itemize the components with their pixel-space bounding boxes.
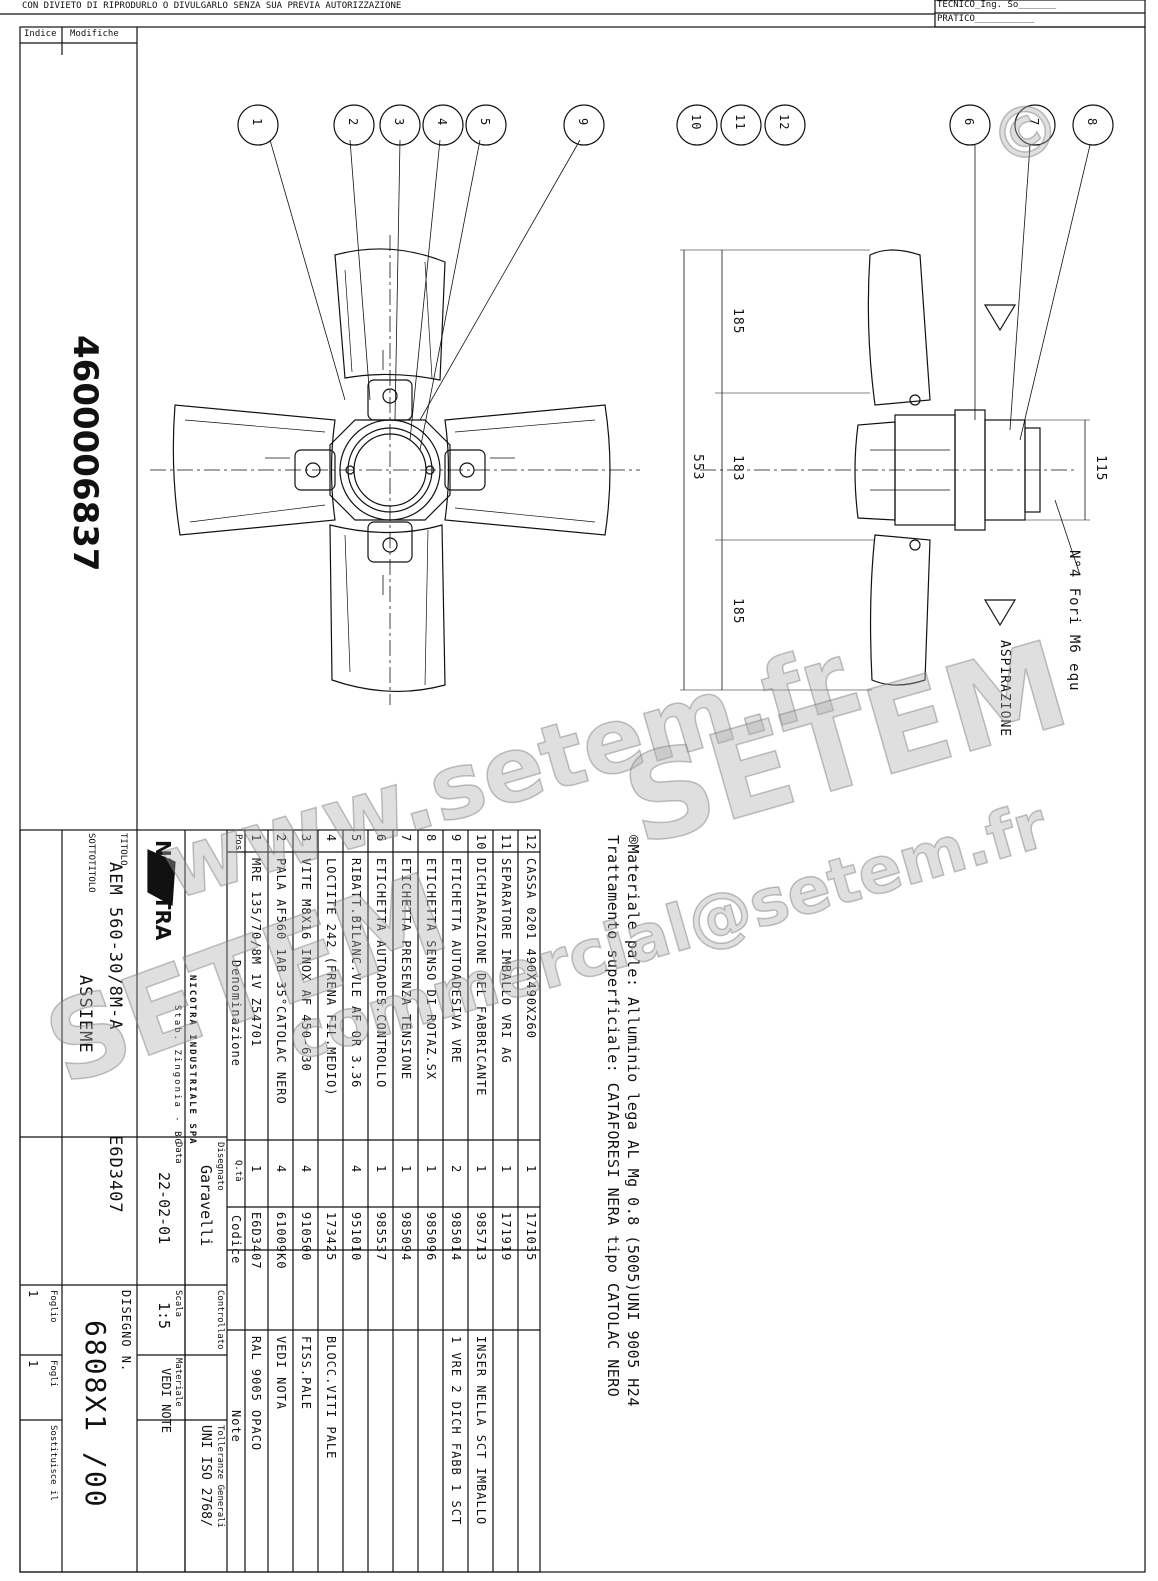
bom-cell-pos: 10 xyxy=(474,834,488,851)
disegnato-value: Garavelli xyxy=(197,1165,215,1247)
bom-cell-qty: 4 xyxy=(349,1165,363,1174)
fogli-label: Fogli xyxy=(48,1360,58,1388)
fogli-value: 1 xyxy=(26,1360,40,1369)
bom-cell-pos: 11 xyxy=(499,834,513,851)
disegno-value: 6808X1 /00 xyxy=(79,1320,112,1509)
materiale-label: Materiale xyxy=(173,1358,183,1407)
tecnico-label: TECNICO_Ing. So_______ xyxy=(937,0,1057,10)
tolleranze-value: UNI ISO 2768/ xyxy=(198,1425,213,1527)
tolleranze-label: Tolleranze Generali xyxy=(215,1425,225,1528)
revision-modifiche-label: Modifiche xyxy=(70,29,119,39)
bom-header-note: Note xyxy=(229,1410,243,1443)
bom-cell-codice: 173425 xyxy=(324,1212,338,1262)
bom-cell-pos: 12 xyxy=(524,834,538,851)
bom-cell-qty: 1 xyxy=(474,1165,488,1174)
balloon-12: 12 xyxy=(777,114,791,131)
bom-cell-note: RAL 9005 OPACO xyxy=(249,1336,263,1452)
disegno-label: DISEGNO N. xyxy=(119,1290,133,1373)
pratico-label: PRATICO___________ xyxy=(937,14,1035,24)
bom-cell-qty: 1 xyxy=(424,1165,438,1174)
balloon-11: 11 xyxy=(733,114,747,131)
fan-front-view xyxy=(150,139,640,705)
bom-cell-codice: 171919 xyxy=(499,1212,513,1262)
balloon-9: 9 xyxy=(576,118,590,127)
bom-cell-note: 1 VRE 2 DICH FABB 1 SCT xyxy=(449,1336,463,1526)
bom-cell-note: FISS.PALE xyxy=(299,1336,313,1411)
fan-side-view xyxy=(680,144,1091,691)
bom-cell-codice: 985537 xyxy=(374,1212,388,1262)
bom-cell-qty: 4 xyxy=(299,1165,313,1174)
data-value: 22-02-01 xyxy=(155,1172,173,1245)
bom-cell-codice: 985014 xyxy=(449,1212,463,1262)
foglio-label: Foglio xyxy=(48,1290,58,1323)
disegnato-label: Disegnato xyxy=(215,1142,225,1191)
bom-cell-codice: 61009K0 xyxy=(274,1212,288,1270)
dim-top-blade: 185 xyxy=(730,308,745,335)
scala-label: Scala xyxy=(173,1290,183,1318)
sostituisce-label: Sostituisce il xyxy=(48,1425,58,1501)
bom-cell-codice: 985713 xyxy=(474,1212,488,1262)
scala-value: 1:5 xyxy=(155,1302,173,1330)
titolo-label: TITOLO xyxy=(118,833,128,866)
bom-cell-note: VEDI NOTA xyxy=(274,1336,288,1411)
bom-cell-codice: E6D3407 xyxy=(249,1212,263,1270)
drawing-code: 4600006837 xyxy=(65,335,105,572)
bom-cell-note: INSER NELLA SCT IMBALLO xyxy=(474,1336,488,1526)
dim-bottom-blade: 185 xyxy=(730,598,745,625)
materiale-value: VEDI NOTE xyxy=(159,1368,173,1434)
controllato-label: Controllato xyxy=(215,1290,225,1350)
balloon-6: 6 xyxy=(962,118,976,127)
titolo-code: E6D3407 xyxy=(105,1135,125,1214)
dim-motor: 115 xyxy=(1093,455,1108,482)
nicotra-logo-mark xyxy=(147,849,176,906)
bom-cell-qty: 1 xyxy=(524,1165,538,1174)
bom-cell-qty: 1 xyxy=(374,1165,388,1174)
sheet-frame xyxy=(19,26,1146,1573)
bom-cell-codice: 951010 xyxy=(349,1212,363,1262)
bom-cell-codice: 910500 xyxy=(299,1212,313,1262)
balloon-3: 3 xyxy=(392,118,406,127)
sottotitolo-label: SOTTOTITOLO xyxy=(86,833,96,893)
balloon-5: 5 xyxy=(478,118,492,127)
bom-header-codice: Codice xyxy=(229,1215,243,1265)
header-notice: CON DIVIETO DI RIPRODURLO O DIVULGARLO S… xyxy=(22,1,402,11)
bom-cell-codice: 171035 xyxy=(524,1212,538,1262)
balloon-8: 8 xyxy=(1085,118,1099,127)
dim-overall: 553 xyxy=(690,454,705,481)
bom-cell-note: BLOCC.VITI PALE xyxy=(324,1336,338,1460)
balloon-10: 10 xyxy=(689,114,703,131)
bom-cell-qty: 1 xyxy=(399,1165,413,1174)
balloon-2: 2 xyxy=(346,118,360,127)
annotation-fori: N°4 Fori M6 equ xyxy=(1066,550,1082,692)
bom-header-qty: Q.tà xyxy=(233,1160,243,1182)
bom-cell-codice: 985094 xyxy=(399,1212,413,1262)
bom-frame xyxy=(19,829,541,1573)
dim-hub: 183 xyxy=(730,455,745,482)
balloon-1: 1 xyxy=(250,118,264,127)
revision-indice-label: Indice xyxy=(24,29,57,39)
foglio-value: 1 xyxy=(26,1290,40,1299)
balloons xyxy=(237,104,1114,146)
bom-cell-qty: 4 xyxy=(274,1165,288,1174)
bom-cell-qty: 1 xyxy=(499,1165,513,1174)
bom-cell-qty: 1 xyxy=(249,1165,263,1174)
bom-cell-qty: 2 xyxy=(449,1165,463,1174)
balloon-4: 4 xyxy=(435,118,449,127)
bom-cell-codice: 985096 xyxy=(424,1212,438,1262)
data-label: Data xyxy=(173,1142,183,1164)
